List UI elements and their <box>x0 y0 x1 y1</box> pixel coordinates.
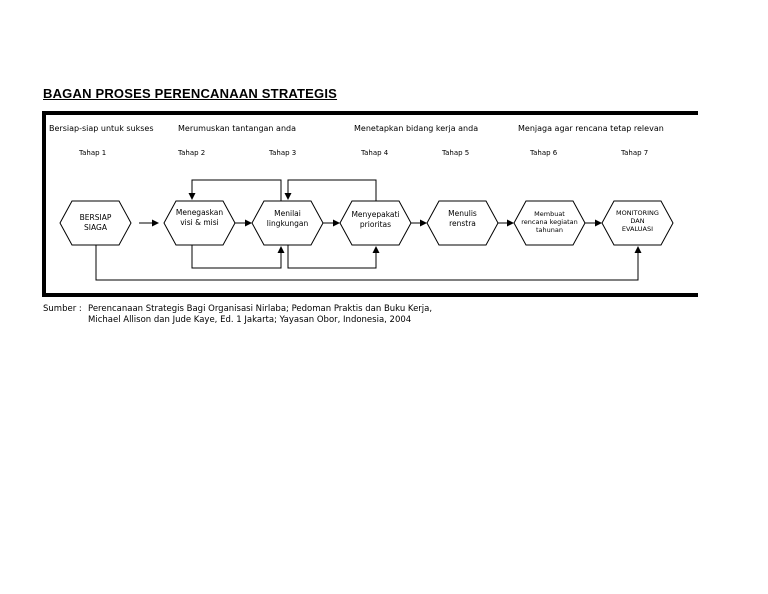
phase-label-1: Bersiap-siap untuk sukses <box>49 124 154 133</box>
connector-arrow-1-to-7 <box>95 245 642 281</box>
node-label-6: Membuat rencana kegiatan tahunan <box>521 210 578 234</box>
forward-arrow-3-to-4 <box>287 245 380 269</box>
node-label-7: MONITORING DAN EVALUASI <box>616 209 659 233</box>
node-label-4: Menyepakati prioritas <box>351 210 400 229</box>
phase-label-2: Merumuskan tantangan anda <box>178 124 296 133</box>
forward-arrow-2-to-3 <box>191 245 285 269</box>
hexagon-node-7 <box>601 200 674 246</box>
node-label-5: Menulis renstra <box>448 209 477 228</box>
stage-label-4: Tahap 4 <box>361 149 389 157</box>
hexagon-node-1 <box>59 200 132 246</box>
source-line-1: Perencanaan Strategis Bagi Organisasi Ni… <box>88 304 433 314</box>
diagram-frame <box>42 111 698 297</box>
stage-label-1: Tahap 1 <box>79 149 107 157</box>
node-label-2: Menegaskan visi & misi <box>175 208 224 227</box>
source-line-2: Michael Allison dan Jude Kaye, Ed. 1 Jak… <box>88 315 412 325</box>
stage-label-3: Tahap 3 <box>269 149 297 157</box>
node-label-3: Menilai lingkungan <box>266 209 309 228</box>
stage-label-2: Tahap 2 <box>178 149 206 157</box>
feedback-arrow-4-to-3 <box>284 179 377 201</box>
stage-label-5: Tahap 5 <box>442 149 470 157</box>
stage-label-7: Tahap 7 <box>621 149 649 157</box>
phase-label-4: Menjaga agar rencana tetap relevan <box>518 124 664 133</box>
phase-label-3: Menetapkan bidang kerja anda <box>354 124 479 133</box>
feedback-arrow-3-to-2 <box>188 179 282 201</box>
page-title: BAGAN PROSES PERENCANAAN STRATEGIS <box>43 86 338 101</box>
stage-label-6: Tahap 6 <box>530 149 558 157</box>
source-label: Sumber : <box>43 304 82 314</box>
node-label-1: BERSIAP SIAGA <box>79 213 112 232</box>
